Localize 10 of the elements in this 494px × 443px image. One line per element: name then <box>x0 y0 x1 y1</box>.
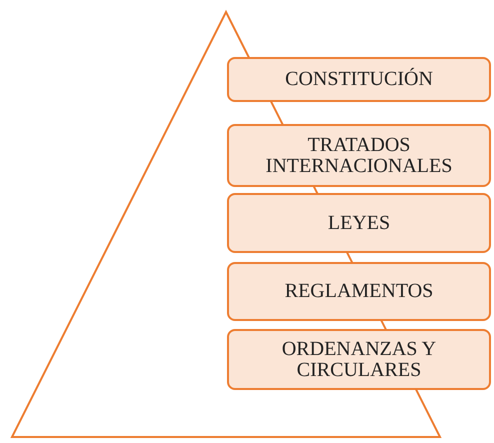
level-label: TRATADOS INTERNACIONALES <box>264 134 454 176</box>
level-box <box>227 262 491 321</box>
level-label: LEYES <box>328 212 390 234</box>
level-label: ORDENANZAS Y CIRCULARES <box>280 338 438 380</box>
level-box <box>227 57 491 102</box>
level-box <box>227 329 491 390</box>
level-label: REGLAMENTOS <box>284 281 434 302</box>
level-box <box>227 124 491 187</box>
level-box <box>227 193 491 253</box>
level-label: CONSTITUCIÓN <box>285 69 433 90</box>
